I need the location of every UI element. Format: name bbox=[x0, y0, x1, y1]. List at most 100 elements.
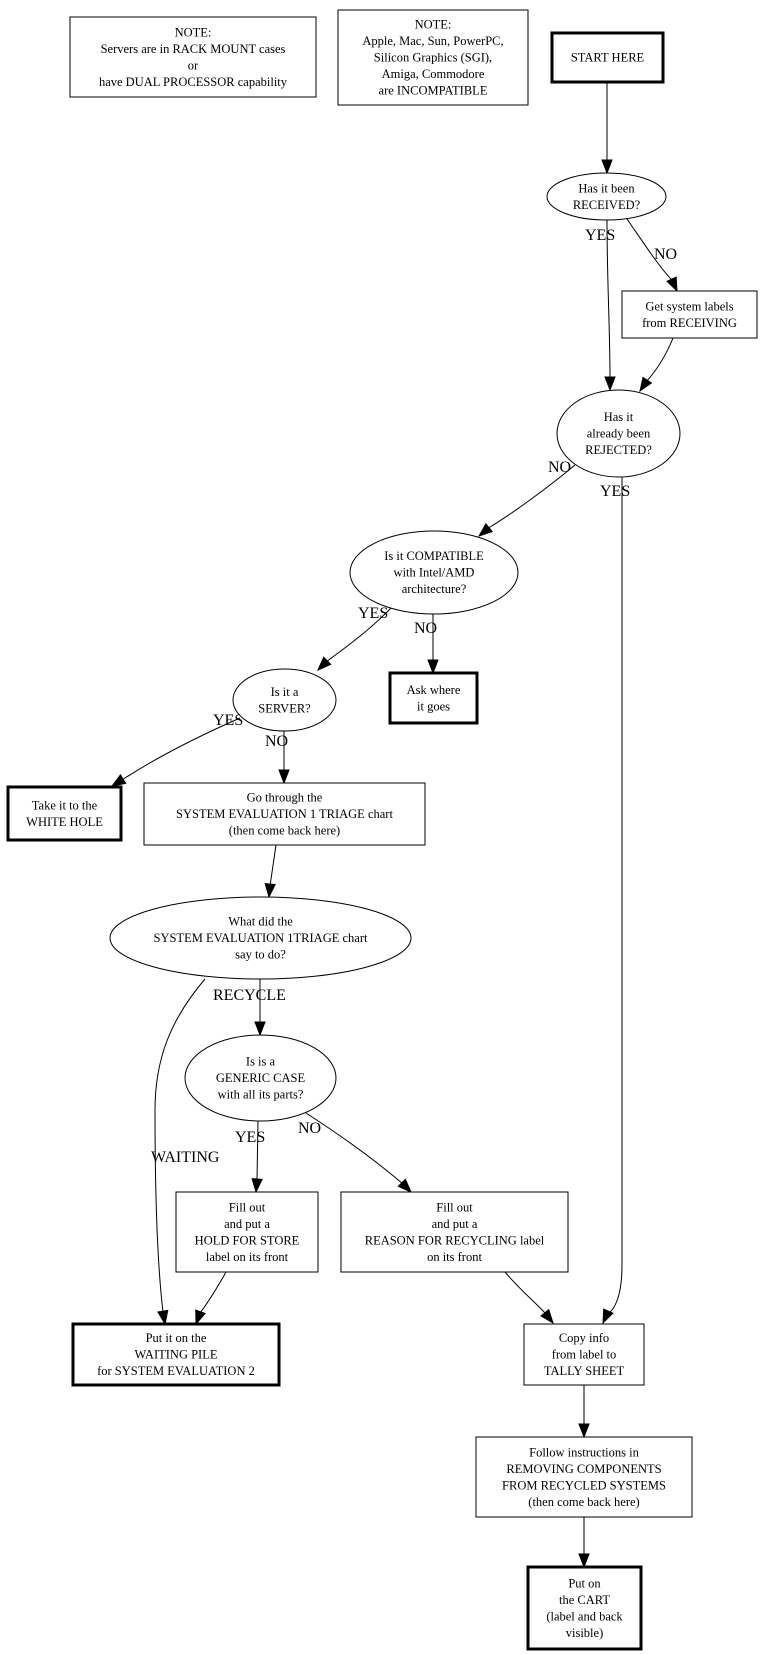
process-box bbox=[143, 782, 426, 846]
decision-ellipse bbox=[546, 172, 667, 221]
process-box bbox=[621, 290, 758, 339]
process-box bbox=[175, 1191, 319, 1273]
arrowhead-icon bbox=[601, 159, 613, 175]
node-text-line: Put on bbox=[568, 1576, 601, 1590]
decision-ellipse bbox=[109, 896, 412, 980]
node-note-servers: NOTE:Servers are in RACK MOUNT casesorha… bbox=[69, 16, 317, 98]
node-text-line: (then come back here) bbox=[229, 824, 340, 838]
edge-go-through-to-what-did bbox=[264, 844, 277, 899]
node-text-line: Is is a bbox=[246, 1055, 276, 1069]
node-text-line: and put a bbox=[224, 1217, 270, 1231]
node-text-line: Is it a bbox=[271, 685, 299, 699]
node-text-line: say to do? bbox=[235, 948, 286, 962]
edge-label: NO bbox=[298, 1120, 321, 1137]
node-text-line: Is it COMPATIBLE bbox=[384, 549, 484, 563]
edge-label: NO bbox=[654, 246, 677, 263]
node-text-line: with all its parts? bbox=[218, 1088, 304, 1102]
edge-line bbox=[602, 477, 623, 1324]
edge-label: YES bbox=[600, 483, 630, 500]
arrowhead-icon bbox=[110, 774, 127, 787]
node-text-line: FROM RECYCLED SYSTEMS bbox=[502, 1478, 666, 1492]
arrowhead-icon bbox=[604, 376, 616, 392]
terminal-box bbox=[6, 785, 123, 842]
node-text-line: on its front bbox=[427, 1250, 482, 1264]
edge-generic-to-reason-recycling: NO bbox=[298, 1112, 412, 1193]
arrowhead-icon bbox=[251, 1178, 263, 1194]
decision-ellipse bbox=[232, 668, 337, 732]
edge-start-here-to-received bbox=[601, 82, 613, 175]
node-text-line: SYSTEM EVALUATION 1TRIAGE chart bbox=[154, 931, 369, 945]
node-generic: Is is a GENERIC CASE with all its parts? bbox=[184, 1034, 337, 1122]
edge-line bbox=[606, 219, 611, 390]
edge-reason-recycling-to-copy-info bbox=[504, 1271, 554, 1325]
terminal-box bbox=[71, 1322, 281, 1387]
arrowhead-icon bbox=[540, 1308, 554, 1325]
decision-ellipse bbox=[184, 1034, 337, 1122]
decision-ellipse bbox=[556, 389, 681, 478]
node-text-line: NOTE: bbox=[415, 18, 452, 32]
node-text-line: Apple, Mac, Sun, PowerPC, bbox=[362, 34, 503, 48]
node-text-line: have DUAL PROCESSOR capability bbox=[99, 75, 288, 89]
node-text-line: or bbox=[188, 58, 199, 72]
node-text-line: already been bbox=[587, 427, 651, 441]
edge-label: YES bbox=[213, 712, 243, 729]
edge-label: NO bbox=[414, 620, 437, 637]
node-text-line: SERVER? bbox=[258, 701, 311, 715]
node-text-line: GENERIC CASE bbox=[216, 1071, 306, 1085]
node-text-line: HOLD FOR STORE bbox=[195, 1233, 300, 1247]
arrowhead-icon bbox=[264, 883, 276, 899]
edge-label: NO bbox=[548, 459, 571, 476]
edge-server-to-white-hole: YES bbox=[110, 712, 243, 787]
edge-follow-instructions-to-cart bbox=[578, 1517, 590, 1569]
node-note-incompatible: NOTE:Apple, Mac, Sun, PowerPC,Silicon Gr… bbox=[337, 9, 529, 106]
node-text-line: What did the bbox=[228, 915, 293, 929]
node-text-line: Put it on the bbox=[146, 1331, 207, 1345]
edge-label: YES bbox=[358, 605, 388, 622]
edge-generic-to-hold-store: YES bbox=[235, 1120, 265, 1194]
process-box bbox=[340, 1191, 569, 1273]
process-box bbox=[69, 16, 317, 98]
node-text-line: START HERE bbox=[571, 51, 645, 65]
terminal-box bbox=[388, 671, 479, 725]
arrowhead-icon bbox=[666, 276, 678, 293]
arrowhead-icon bbox=[639, 376, 653, 393]
process-box bbox=[337, 9, 529, 106]
node-text-line: the CART bbox=[559, 1593, 610, 1607]
edge-label: WAITING bbox=[151, 1149, 220, 1166]
process-box bbox=[523, 1323, 645, 1386]
decision-ellipse bbox=[349, 530, 519, 615]
node-text-line: REASON FOR RECYCLING label bbox=[365, 1233, 545, 1247]
edge-received-to-rejected: YES bbox=[585, 219, 616, 392]
edge-label: YES bbox=[585, 227, 615, 244]
nodes-layer: NOTE: Servers are in RACK MOUNT cases or ha… bbox=[6, 9, 758, 1651]
edge-rejected-to-compatible: NO bbox=[477, 459, 576, 537]
node-text-line: (then come back here) bbox=[528, 1495, 639, 1509]
node-text-line: WHITE HOLE bbox=[26, 815, 103, 829]
terminal-box bbox=[526, 1565, 643, 1651]
edge-line bbox=[478, 464, 576, 537]
edge-received-to-get-labels: NO bbox=[626, 218, 678, 293]
node-text-line: Servers are in RACK MOUNT cases bbox=[101, 42, 286, 56]
edge-line bbox=[305, 1112, 412, 1193]
node-text-line: Follow instructions in bbox=[529, 1445, 639, 1459]
node-text-line: for SYSTEM EVALUATION 2 bbox=[97, 1364, 255, 1378]
node-text-line: REJECTED? bbox=[585, 443, 652, 457]
edge-what-did-to-generic: RECYCLE bbox=[213, 979, 286, 1037]
arrowhead-icon bbox=[427, 659, 439, 675]
node-text-line: Take it to the bbox=[32, 798, 98, 812]
terminal-box bbox=[550, 31, 665, 84]
node-text-line: Has it been bbox=[578, 181, 635, 195]
edge-copy-info-to-follow-instructions bbox=[578, 1385, 590, 1439]
edge-rejected-to-copy-info: YES bbox=[600, 477, 630, 1325]
